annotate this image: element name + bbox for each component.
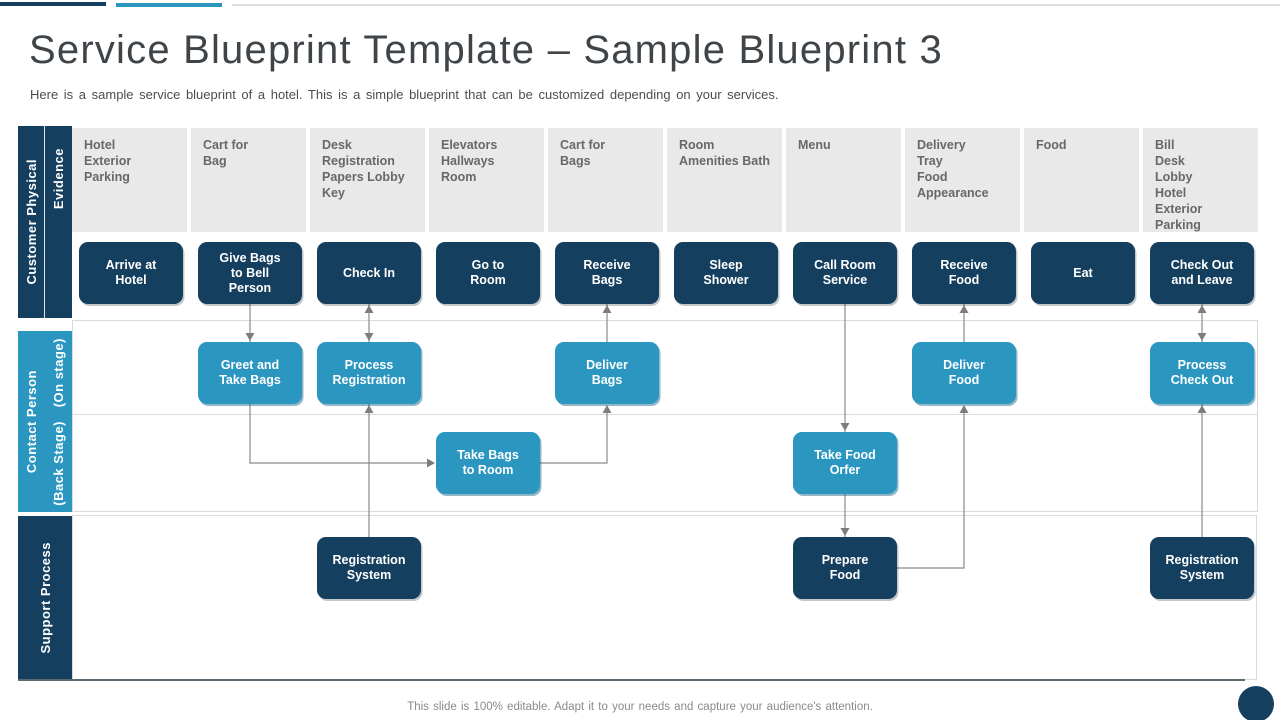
node-registration-system-1: Registration System [317,537,421,599]
evidence-cell-8: Food [1024,128,1139,232]
footer-note: This slide is 100% editable. Adapt it to… [407,701,873,713]
evidence-cell-1: Cart for Bag [191,128,306,232]
node-give-bags-to-bell-person: Give Bags to Bell Person [198,242,302,304]
node-call-room-service: Call Room Service [793,242,897,304]
evidence-cell-5: Room Amenities Bath [667,128,782,232]
lane-label-evidence: Evidence [45,126,72,232]
accent-bar-gray [232,4,1280,6]
node-sleep-shower: Sleep Shower [674,242,778,304]
lane-label-text: Contact Person [23,369,39,474]
lane-label-text: (Back Stage) [51,421,66,506]
subtitle: Here is a sample service blueprint of a … [30,87,779,102]
node-deliver-bags: Deliver Bags [555,342,659,404]
evidence-cell-6: Menu [786,128,901,232]
lane-label-text: (On stage) [51,338,66,408]
node-check-out-and-leave: Check Out and Leave [1150,242,1254,304]
lane-customer-physical-evidence: Customer Physical Evidence [18,126,72,318]
node-process-registration: Process Registration [317,342,421,404]
lane-divider [44,126,45,318]
lane-support-process: Support Process [18,516,72,680]
evidence-cell-2: Desk Registration Papers Lobby Key [310,128,425,232]
accent-bar-teal [116,3,222,7]
node-eat: Eat [1031,242,1135,304]
lane-contact-person: Contact Person (On stage) (Back Stage) [18,331,72,512]
accent-bar-dark [0,2,106,6]
support-panel [72,515,1257,680]
node-arrive-at-hotel: Arrive at Hotel [79,242,183,304]
node-prepare-food: Prepare Food [793,537,897,599]
node-registration-system-2: Registration System [1150,537,1254,599]
node-take-food-order: Take Food Orfer [793,432,897,494]
lane-label-text: Evidence [51,148,66,210]
node-receive-bags: Receive Bags [555,242,659,304]
onstage-backstage-divider [72,414,1258,415]
evidence-cell-3: Elevators Hallways Room [429,128,544,232]
node-deliver-food: Deliver Food [912,342,1016,404]
evidence-cell-9: Bill Desk Lobby Hotel Exterior Parking [1143,128,1258,232]
lane-label-on-stage: (On stage) [45,331,72,415]
page-title: Service Blueprint Template – Sample Blue… [29,28,943,72]
lane-label-contact-person: Contact Person [18,331,44,512]
node-go-to-room: Go to Room [436,242,540,304]
node-greet-and-take-bags: Greet and Take Bags [198,342,302,404]
decorative-circle [1238,686,1274,720]
diagram-bottom-border [18,679,1245,681]
node-process-check-out: Process Check Out [1150,342,1254,404]
lane-label-text: Support Process [37,542,53,654]
node-check-in: Check In [317,242,421,304]
evidence-cell-0: Hotel Exterior Parking [72,128,187,232]
lane-label-back-stage: (Back Stage) [45,415,72,512]
evidence-cell-7: Delivery Tray Food Appearance [905,128,1020,232]
lane-label-support-process: Support Process [18,516,72,680]
node-receive-food: Receive Food [912,242,1016,304]
lane-label-text: Customer Physical [23,159,39,285]
evidence-cell-4: Cart for Bags [548,128,663,232]
node-take-bags-to-room: Take Bags to Room [436,432,540,494]
lane-label-customer-physical: Customer Physical [18,126,44,318]
